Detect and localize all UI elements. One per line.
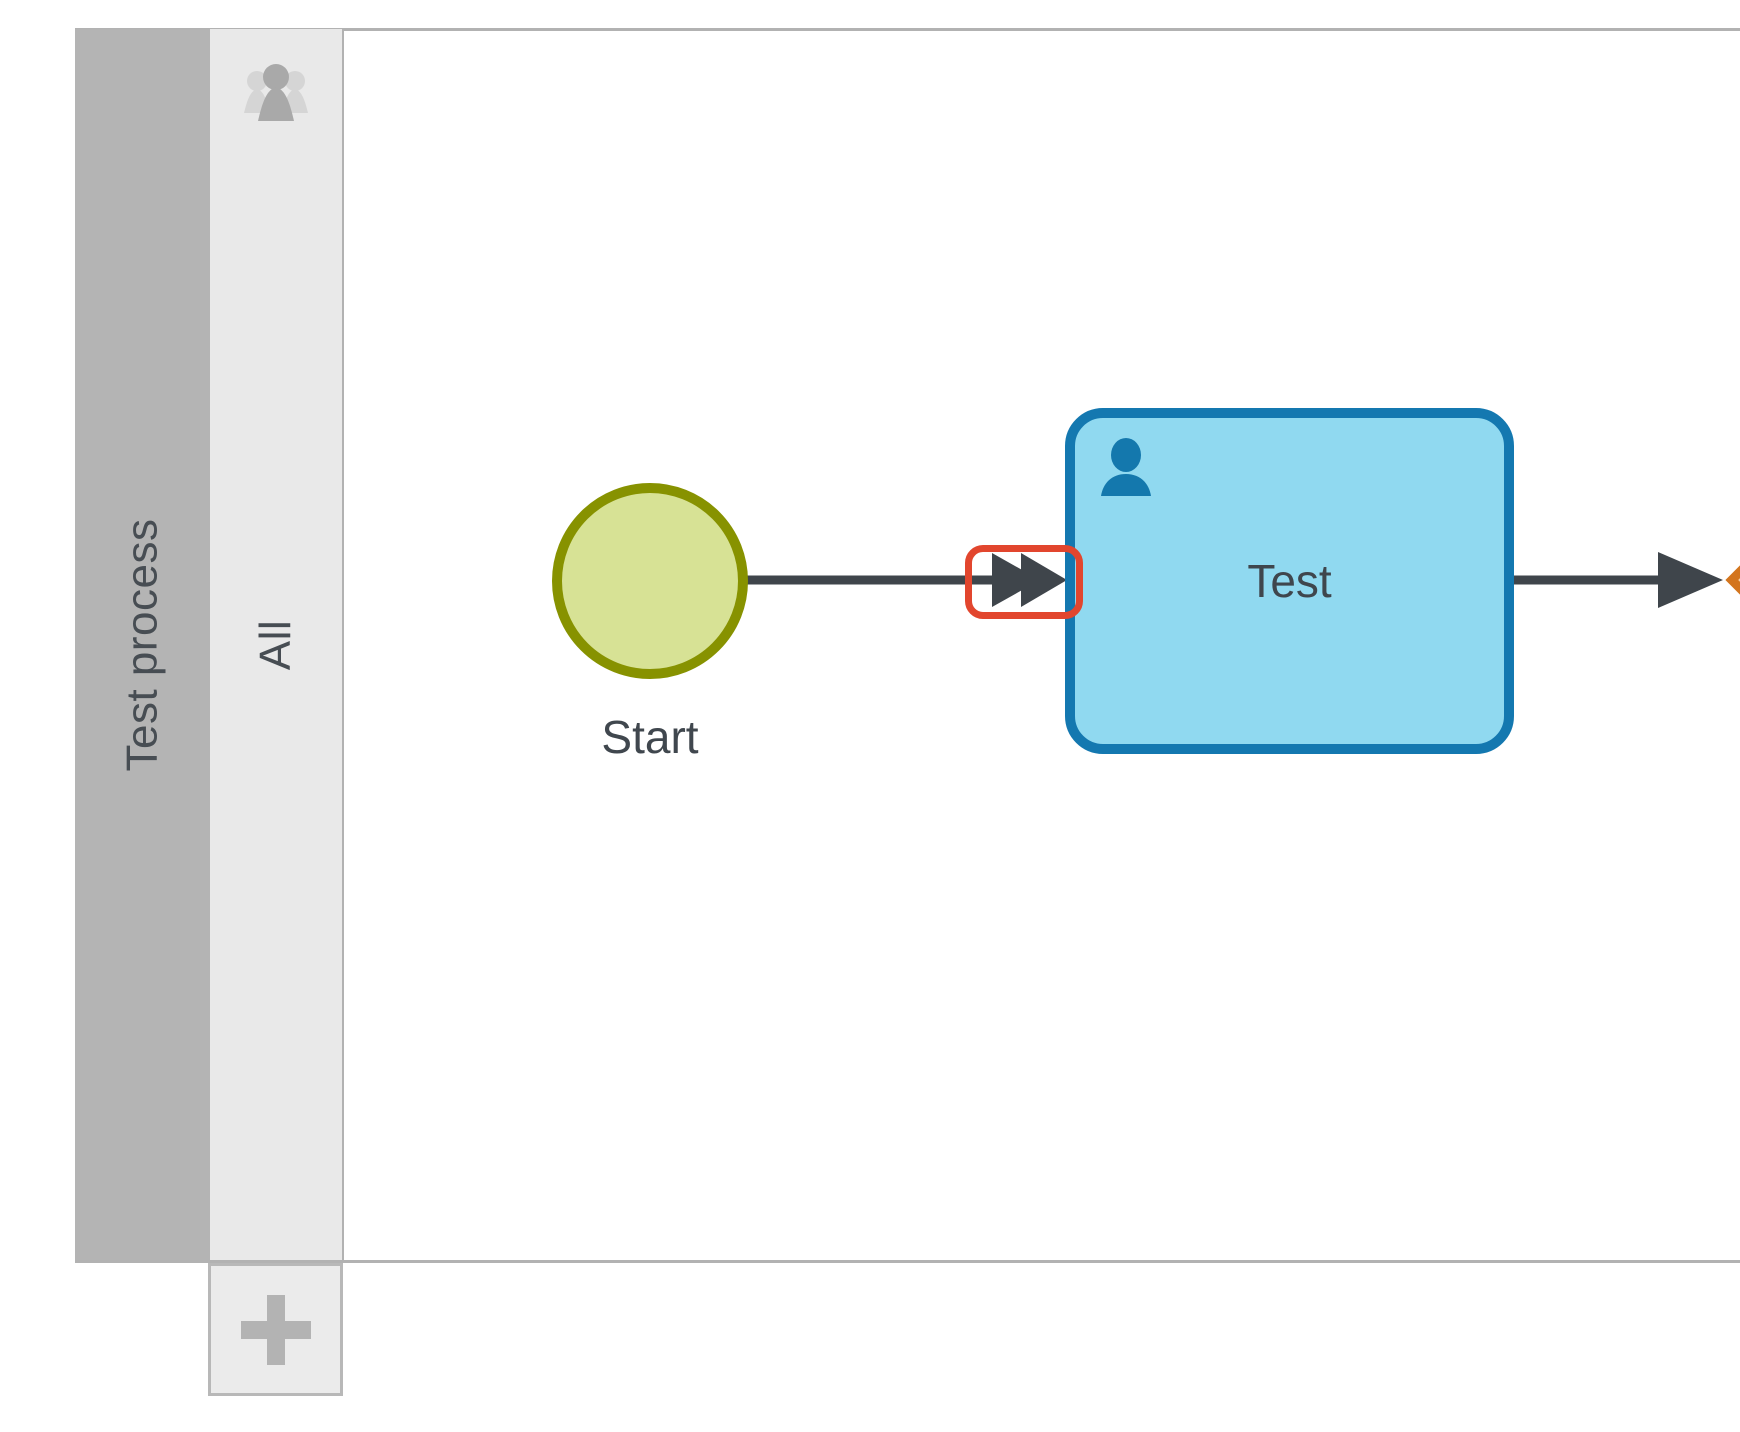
plus-icon bbox=[240, 1294, 311, 1365]
fast-forward-icon[interactable] bbox=[992, 553, 1067, 607]
start-event-node[interactable] bbox=[552, 483, 748, 679]
lane-header-all[interactable]: All bbox=[210, 29, 342, 1260]
sequence-flow-start-to-test[interactable] bbox=[744, 553, 1067, 607]
pool-name-label: Test process bbox=[117, 518, 167, 771]
lane-name-label: All bbox=[251, 619, 300, 670]
pool-header[interactable]: Test process bbox=[75, 29, 210, 1260]
gateway-node[interactable] bbox=[1725, 523, 1740, 637]
pool-top-border bbox=[75, 28, 1740, 31]
add-lane-button[interactable] bbox=[208, 1263, 343, 1396]
user-task-node[interactable]: Test bbox=[1065, 408, 1514, 754]
user-task-label: Test bbox=[1247, 555, 1332, 607]
user-icon bbox=[1101, 438, 1151, 496]
arrowhead-icon bbox=[1658, 552, 1723, 608]
pool-bottom-border bbox=[75, 1260, 1740, 1263]
highlight-annotation-box bbox=[965, 545, 1083, 619]
sequence-flow-test-to-gateway[interactable] bbox=[1513, 552, 1723, 608]
group-icon bbox=[244, 64, 308, 121]
lane-right-border bbox=[341, 28, 344, 1263]
start-event-label: Start bbox=[601, 711, 699, 763]
